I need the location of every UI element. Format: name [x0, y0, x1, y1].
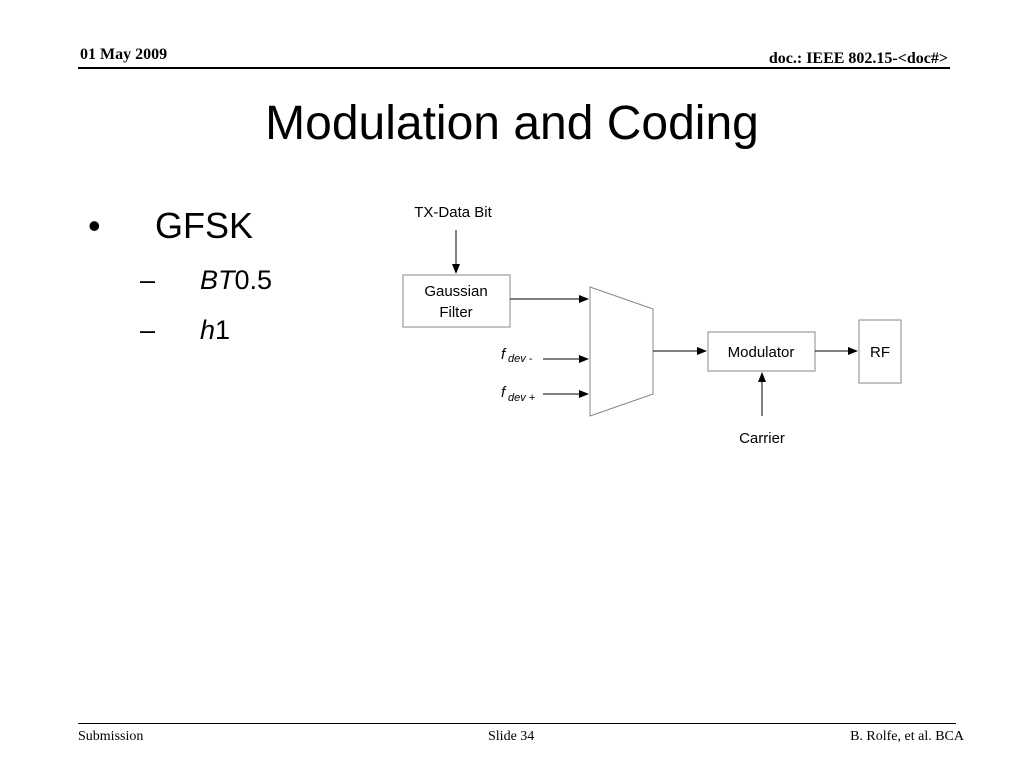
gaussian-filter-label-line1: Gaussian — [424, 283, 487, 300]
slide-title: Modulation and Coding — [265, 97, 759, 150]
fdev-minus-sub: dev - — [508, 353, 533, 365]
sub-bullet-marker: – — [140, 315, 156, 345]
header-divider — [78, 67, 950, 69]
fdev-plus-sub: dev + — [508, 392, 536, 404]
sub-bullet-bt: BT0.5 — [200, 265, 272, 296]
bullet-marker: • — [88, 205, 101, 246]
sub-bullet-marker: – — [140, 265, 156, 295]
sub-bullet-h-value: 1 — [215, 315, 231, 345]
bullet-gfsk: GFSK — [155, 205, 254, 246]
rf-label: RF — [870, 344, 890, 361]
header-doc-id: doc.: IEEE 802.15-<doc#> — [768, 50, 948, 67]
tx-data-label: TX-Data Bit — [414, 204, 492, 221]
footer-authors: B. Rolfe, et al. BCA — [850, 729, 964, 744]
sub-bullet-h-symbol: h — [200, 315, 216, 345]
gaussian-filter-label-line2: Filter — [439, 304, 472, 321]
mux-block — [589, 286, 654, 417]
sub-bullet-h: h1 — [200, 315, 230, 346]
carrier-label: Carrier — [739, 430, 785, 447]
sub-bullet-bt-symbol: BT — [200, 265, 235, 295]
gaussian-filter-box — [402, 274, 511, 328]
footer-divider — [78, 723, 956, 724]
sub-bullet-bt-value: 0.5 — [234, 265, 273, 295]
fdev-plus-base: f — [501, 384, 507, 401]
header-date: 01 May 2009 — [80, 46, 168, 63]
footer-submission: Submission — [78, 729, 144, 744]
fdev-minus-base: f — [501, 346, 507, 363]
rf-box — [858, 319, 902, 384]
modulator-label: Modulator — [728, 344, 795, 361]
modulator-box — [707, 331, 816, 372]
footer-slide-number: Slide 34 — [488, 729, 535, 744]
